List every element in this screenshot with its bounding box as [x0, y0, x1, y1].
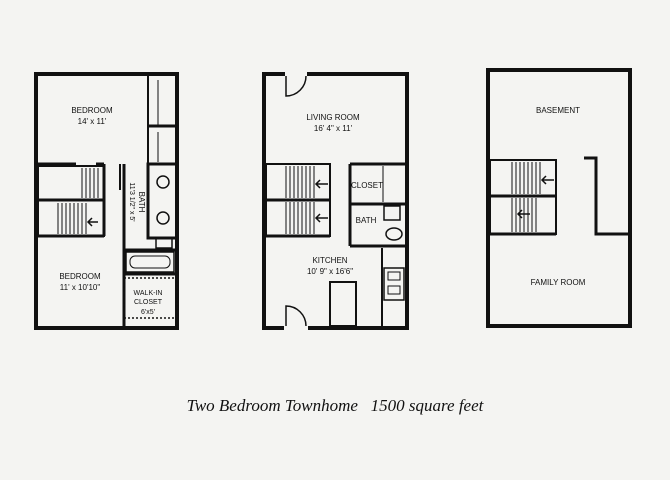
mechanical-room-wall	[584, 156, 628, 236]
caption-area: 1500 square feet	[370, 396, 484, 415]
basement-name: BASEMENT	[536, 106, 580, 115]
basement-floor-plan	[486, 68, 632, 328]
living-room-name: LIVING ROOM	[306, 113, 360, 122]
main-closet-name: CLOSET	[351, 181, 383, 190]
entry-door-swing	[285, 75, 307, 97]
plan-caption: Two Bedroom Townhome 1500 square feet	[0, 396, 670, 416]
living-room-size: 16' 4" x 11'	[314, 124, 353, 133]
stair-direction-arrow-icon	[86, 217, 98, 227]
upper-floor-plan	[34, 72, 179, 330]
upper-bath-name: BATH	[137, 192, 146, 213]
stair-direction-arrow-icon	[516, 209, 530, 219]
bedroom-1-size: 14' x 11'	[78, 117, 107, 126]
toilet-icon	[385, 227, 403, 241]
stair-direction-arrow-icon	[314, 179, 328, 189]
bedroom-2-size: 11' x 10'10"	[60, 283, 101, 292]
bedroom-1-name: BEDROOM	[71, 106, 113, 115]
caption-title: Two Bedroom Townhome	[186, 396, 358, 415]
family-room-name: FAMILY ROOM	[531, 278, 586, 287]
kitchen-size: 10' 9" x 16'6"	[307, 267, 353, 276]
upper-bath-size: 11'3 1/2" x 5'	[128, 182, 135, 221]
kitchen-name: KITCHEN	[312, 256, 347, 265]
toilet-icon	[155, 237, 173, 249]
sink-icon	[156, 175, 170, 189]
bedroom-2-name: BEDROOM	[59, 272, 101, 281]
walk-in-closet-name-2: CLOSET	[134, 299, 163, 306]
walk-in-closet-size: 6'x5'	[141, 309, 155, 316]
walk-in-closet-name-1: WALK-IN	[134, 290, 163, 297]
stove-icon	[383, 267, 405, 301]
sink-icon	[383, 205, 401, 221]
main-floor-plan	[262, 72, 409, 330]
stair-direction-arrow-icon	[540, 175, 554, 185]
stair-direction-arrow-icon	[314, 213, 328, 223]
bathtub-icon	[125, 251, 175, 273]
sink-icon	[156, 211, 170, 225]
walk-in-closet-shelf	[123, 277, 178, 319]
kitchen-island	[329, 281, 357, 327]
main-bath-name: BATH	[356, 216, 377, 225]
upper-bath-vanity	[146, 162, 179, 240]
basement-outer-wall	[486, 68, 632, 328]
main-floor-outer-wall	[262, 72, 409, 330]
back-door-swing	[285, 305, 307, 327]
